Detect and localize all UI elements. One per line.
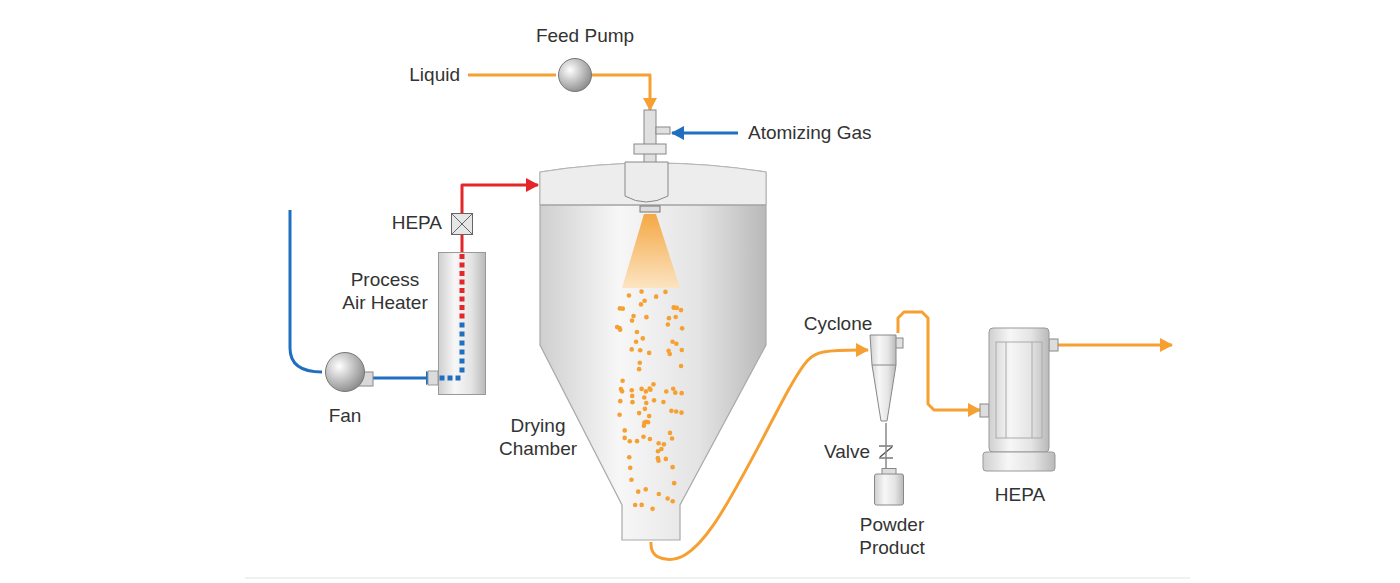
flow-connector bbox=[885, 423, 887, 468]
node-label: Fan bbox=[315, 404, 375, 427]
fan: Fan bbox=[325, 352, 373, 392]
fan-outline bbox=[325, 352, 373, 392]
atomizing-gas-arrow bbox=[672, 132, 738, 135]
inlet-label: Liquid bbox=[376, 63, 460, 86]
node-label: Drying Chamber bbox=[494, 414, 582, 460]
node-label: Feed Pump bbox=[525, 24, 645, 47]
hepa-unit: HEPA bbox=[980, 322, 1058, 472]
node-label: Process Air Heater bbox=[338, 268, 432, 314]
powder-container-outline bbox=[874, 468, 904, 506]
feed-pump: Feed Pump bbox=[558, 58, 592, 92]
node-label: HEPA bbox=[378, 211, 442, 234]
exhaust-arrow bbox=[1058, 344, 1172, 347]
flow-connector bbox=[898, 312, 980, 410]
hepa-unit-outline bbox=[980, 322, 1058, 472]
node-label: Cyclone bbox=[788, 312, 888, 335]
inlet-label: Atomizing Gas bbox=[748, 121, 918, 144]
cyclone-outline bbox=[868, 333, 904, 423]
process-air-heater-outline bbox=[438, 252, 486, 395]
flow-connector bbox=[461, 235, 464, 252]
process-air-heater: Process Air Heater bbox=[438, 252, 486, 395]
base-rule bbox=[245, 578, 1190, 579]
feed-pump-outline bbox=[558, 58, 592, 92]
hepa-filter: HEPA bbox=[451, 213, 473, 235]
node-label: Powder Product bbox=[842, 513, 942, 559]
powder-container: Powder Product bbox=[874, 468, 904, 506]
cyclone: Cyclone bbox=[868, 333, 904, 423]
air-intake-line bbox=[290, 210, 322, 372]
drying-chamber-outline bbox=[538, 110, 768, 542]
flow-connector bbox=[592, 75, 650, 110]
liquid-line bbox=[468, 74, 556, 77]
part-label: Valve bbox=[790, 440, 870, 463]
node-label: HEPA bbox=[972, 483, 1068, 506]
drying-chamber: Drying Chamber bbox=[538, 110, 768, 542]
hepa-filter-outline bbox=[451, 213, 473, 235]
flow-connector bbox=[462, 185, 538, 213]
